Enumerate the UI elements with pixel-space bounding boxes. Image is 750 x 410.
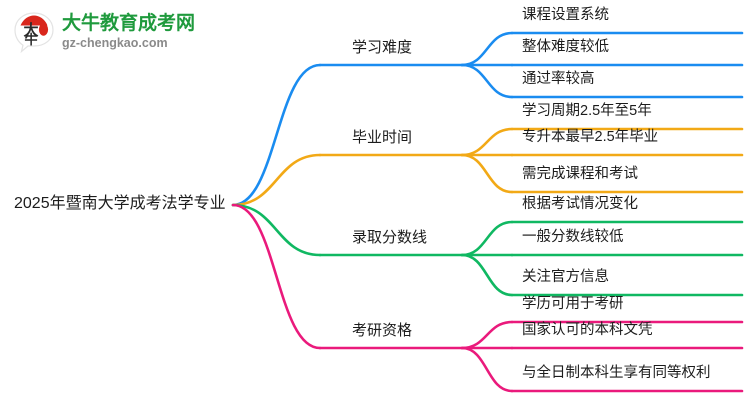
site-logo: 大 牛 大牛教育成考网 gz-chengkao.com [12, 6, 195, 58]
leaf-label-3-2[interactable]: 一般分数线较低 [522, 229, 624, 245]
leaf-label-4-2[interactable]: 国家认可的本科文凭 [522, 322, 653, 338]
logo-url: gz-chengkao.com [62, 36, 168, 51]
svg-text:大: 大 [23, 21, 38, 39]
leaf-label-2-1[interactable]: 学习周期2.5年至5年 [522, 103, 652, 119]
leaf-label-4-1[interactable]: 学历可用于考研 [522, 296, 624, 312]
leaf-label-4-3[interactable]: 与全日制本科生享有同等权利 [522, 365, 711, 381]
leaf-label-1-2[interactable]: 整体难度较低 [522, 39, 609, 55]
logo-title: 大牛教育成考网 [62, 13, 196, 35]
leaf-label-1-3[interactable]: 通过率较高 [522, 71, 595, 87]
branch-label-4[interactable]: 考研资格 [352, 322, 413, 339]
branch-label-3[interactable]: 录取分数线 [352, 229, 428, 246]
leaf-label-2-3[interactable]: 需完成课程和考试 [522, 166, 638, 182]
logo-text-block: 大牛教育成考网 gz-chengkao.com [62, 14, 195, 50]
branch-label-1[interactable]: 学习难度 [352, 39, 413, 56]
leaf-label-3-1[interactable]: 根据考试情况变化 [522, 196, 638, 212]
leaf-label-1-1[interactable]: 课程设置系统 [522, 7, 609, 23]
speech-bubble-logo-icon: 大 牛 [12, 10, 56, 54]
svg-text:牛: 牛 [24, 32, 37, 47]
leaf-label-2-2[interactable]: 专升本最早2.5年毕业 [522, 129, 659, 145]
root-node[interactable]: 2025年暨南大学成考法学专业 [14, 195, 226, 212]
branch-label-2[interactable]: 毕业时间 [352, 129, 413, 146]
leaf-label-3-3[interactable]: 关注官方信息 [522, 269, 609, 285]
